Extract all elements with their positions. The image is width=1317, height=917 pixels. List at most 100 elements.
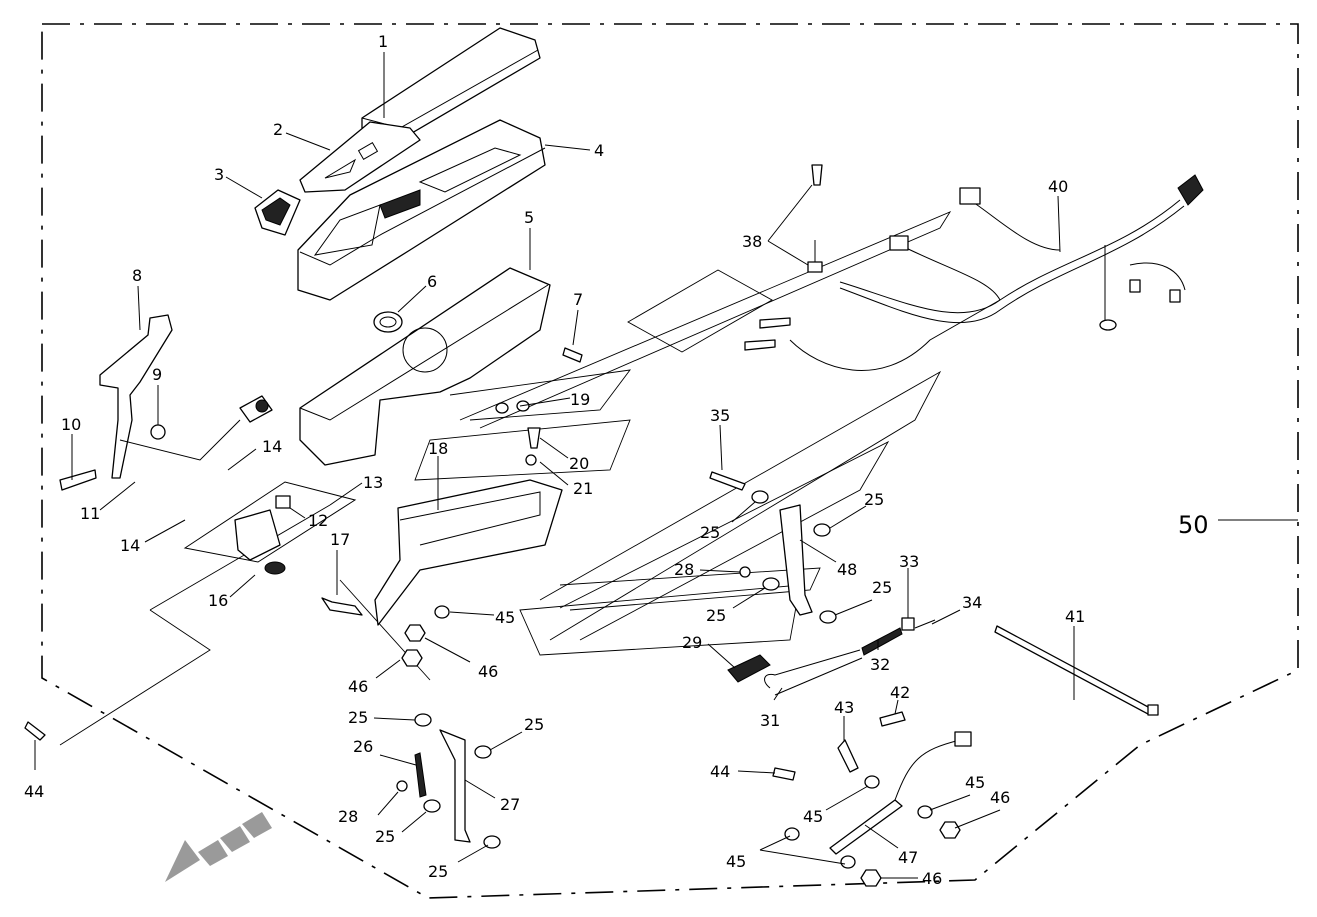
lever-27 — [439, 729, 471, 843]
callout-44-a: 44 — [710, 762, 730, 781]
callout-25-e: 25 — [348, 708, 368, 727]
callout-10: 10 — [61, 415, 81, 434]
callout-25-a: 25 — [700, 523, 720, 542]
assembly-boundary — [41, 23, 1299, 899]
washers-45 — [434, 605, 933, 869]
callout-3: 3 — [214, 165, 224, 184]
callout-13: 13 — [363, 473, 383, 492]
callout-33: 33 — [899, 552, 919, 571]
callout-45-a: 45 — [803, 807, 823, 826]
channel-18 — [374, 479, 563, 626]
cable-plug — [239, 395, 273, 423]
callout-18: 18 — [428, 439, 448, 458]
callout-8: 8 — [132, 266, 142, 285]
callout-20: 20 — [569, 454, 589, 473]
callout-16: 16 — [208, 591, 228, 610]
grommet — [373, 311, 403, 333]
callout-34: 34 — [962, 593, 982, 612]
rod-47 — [829, 731, 972, 855]
pin-34 — [914, 619, 936, 629]
callout-46-a: 46 — [990, 788, 1010, 807]
shaft-35 — [709, 471, 746, 491]
callout-45-b: 45 — [965, 773, 985, 792]
callout-26: 26 — [353, 737, 373, 756]
callout-25-h: 25 — [428, 862, 448, 881]
callout-25-f: 25 — [524, 715, 544, 734]
o-rings-19 — [495, 400, 530, 414]
callout-47: 47 — [898, 848, 918, 867]
callout-48: 48 — [837, 560, 857, 579]
callout-28-a: 28 — [674, 560, 694, 579]
callout-31: 31 — [760, 711, 780, 730]
spring-26 — [414, 752, 427, 798]
bolt-42 — [879, 711, 906, 727]
arm-48 — [779, 504, 813, 616]
boot — [254, 189, 301, 236]
callout-46-b: 46 — [922, 869, 942, 888]
callout-45-c: 45 — [726, 852, 746, 871]
plate-13 — [183, 481, 357, 563]
cable-tie-41 — [994, 625, 1159, 716]
callout-43: 43 — [834, 698, 854, 717]
callout-11: 11 — [80, 504, 100, 523]
nuts-46 — [401, 624, 961, 887]
bracket-17 — [321, 597, 363, 616]
callout-14-a: 14 — [262, 437, 282, 456]
callout-25-g: 25 — [375, 827, 395, 846]
console-housing — [297, 119, 546, 301]
direction-arrow — [165, 812, 272, 882]
screw-7 — [562, 347, 583, 363]
callout-6: 6 — [427, 272, 437, 291]
armrest-pad — [361, 27, 541, 141]
callout-9: 9 — [152, 365, 162, 384]
callout-14-b: 14 — [120, 536, 140, 555]
callout-45-d: 45 — [495, 608, 515, 627]
callout-41: 41 — [1065, 607, 1085, 626]
assembly-number: 50 — [1178, 511, 1209, 539]
screw-38 — [807, 164, 823, 273]
callout-42: 42 — [890, 683, 910, 702]
clip-12 — [275, 495, 291, 509]
callout-1: 1 — [378, 32, 388, 51]
bolt-10 — [59, 469, 97, 491]
switch-16 — [234, 509, 286, 575]
switch-panel — [299, 121, 421, 193]
callout-46-d: 46 — [348, 677, 368, 696]
rod-31 — [764, 649, 863, 696]
washers-28 — [396, 566, 751, 792]
lever — [99, 314, 241, 479]
bushings-25 — [414, 490, 837, 849]
nut-9 — [150, 424, 166, 440]
callout-25-c: 25 — [706, 606, 726, 625]
bolt-44-left — [24, 721, 46, 741]
callout-21: 21 — [573, 479, 593, 498]
callout-7: 7 — [573, 290, 583, 309]
callout-28-b: 28 — [338, 807, 358, 826]
callout-38: 38 — [742, 232, 762, 251]
bolt-44 — [772, 767, 796, 781]
callout-12: 12 — [308, 511, 328, 530]
callout-5: 5 — [524, 208, 534, 227]
callout-4: 4 — [594, 141, 604, 160]
callout-29: 29 — [682, 633, 702, 652]
bracket-43 — [837, 739, 859, 773]
leader-lines — [34, 52, 1075, 879]
callout-44-b: 44 — [24, 782, 44, 801]
callout-40: 40 — [1048, 177, 1068, 196]
callout-17: 17 — [330, 530, 350, 549]
callout-19: 19 — [570, 390, 590, 409]
callout-2: 2 — [273, 120, 283, 139]
callout-46-c: 46 — [478, 662, 498, 681]
callout-32: 32 — [870, 655, 890, 674]
spring-32 — [861, 627, 903, 656]
callout-25-d: 25 — [872, 578, 892, 597]
console-base — [299, 267, 551, 466]
callout-labels: 1 2 3 4 5 6 7 8 9 10 11 12 13 14 14 16 1… — [24, 32, 1085, 888]
bolt-20 — [527, 427, 541, 449]
callout-25-b: 25 — [864, 490, 884, 509]
callout-27: 27 — [500, 795, 520, 814]
pad-29 — [727, 654, 771, 683]
wiring-harness-40 — [744, 174, 1204, 371]
washer-21 — [525, 454, 537, 466]
